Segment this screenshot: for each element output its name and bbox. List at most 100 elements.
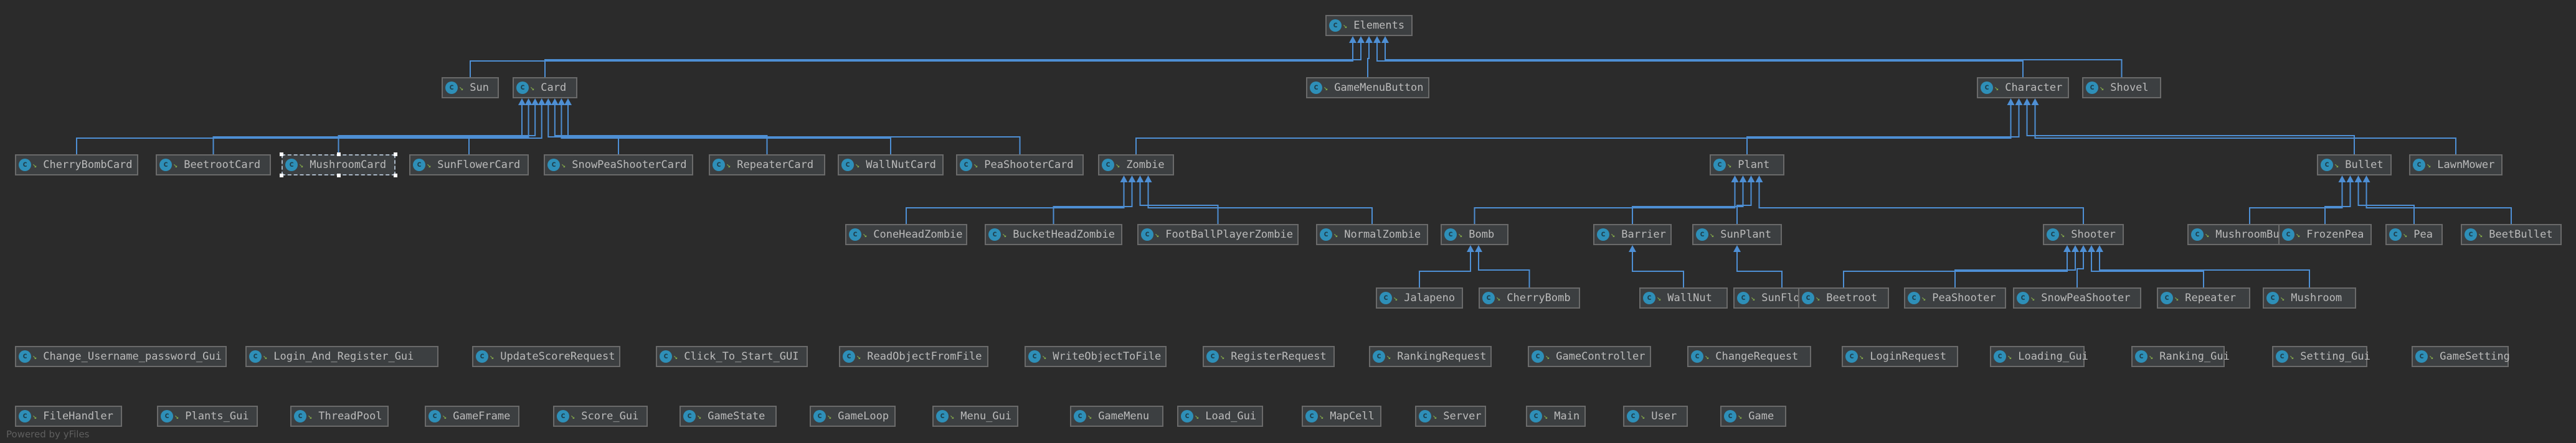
class-icon: c [2161,292,2173,304]
class-node-shovel[interactable]: c↘Shovel [2082,77,2161,98]
inheritance-arrow [564,98,572,105]
class-node-click-to-start-gui[interactable]: c↘Click_To_Start_GUI [656,346,808,367]
class-node-shooter[interactable]: c↘Shooter [2043,224,2124,245]
class-node-jalapeno[interactable]: c↘Jalapeno [1376,287,1463,309]
class-label: GameMenuButton [1334,82,1424,94]
class-node-sun-flower-card[interactable]: c↘SunFlowerCard [409,154,529,175]
inheritance-arrow [1381,36,1389,43]
class-node-lawn-mower[interactable]: c↘LawnMower [2409,154,2503,175]
selection-handle[interactable] [280,152,283,156]
class-label: Zombie [1126,159,1165,171]
class-node-game-setting[interactable]: c↘GameSetting [2412,346,2510,367]
class-node-cherry-bomb-card[interactable]: c↘CherryBombCard [15,154,138,175]
class-node-mushroom[interactable]: c↘Mushroom [2263,287,2356,309]
visibility-icon: ↘ [855,161,860,169]
visibility-icon: ↘ [2100,83,2105,92]
class-label: PeaShooter [1932,292,1996,304]
class-node-map-cell[interactable]: c↘MapCell [1302,406,1381,427]
class-node-update-score-request[interactable]: c↘UpdateScoreRequest [472,346,620,367]
class-node-ranking-request[interactable]: c↘RankingRequest [1369,346,1492,367]
inheritance-arrow [1365,36,1373,43]
class-node-beet-bullet[interactable]: c↘BeetBullet [2461,224,2562,245]
class-node-beetroot[interactable]: c↘Beetroot [1798,287,1889,309]
class-node-setting-gui[interactable]: c↘Setting_Gui [2272,346,2370,367]
class-node-cone-head-zombie[interactable]: c↘ConeHeadZombie [845,224,967,245]
inheritance-arrow [2080,245,2087,252]
class-node-cherry-bomb[interactable]: c↘CherryBomb [1479,287,1580,309]
class-node-ranking-gui[interactable]: c↘Ranking_Gui [2131,346,2230,367]
visibility-icon: ↘ [1324,83,1328,92]
class-node-bucket-head-zombie[interactable]: c↘BucketHeadZombie [985,224,1122,245]
class-node-change-username-password-gui[interactable]: c↘Change_Username_password_Gui [15,346,227,367]
class-node-game-menu-button[interactable]: c↘GameMenuButton [1306,77,1429,98]
class-node-menu-gui[interactable]: c↘Menu_Gui [932,406,1018,427]
edge-card-to-elements [544,42,1361,77]
class-node-login-request[interactable]: c↘LoginRequest [1842,346,1958,367]
visibility-icon: ↘ [1220,352,1225,361]
edge-jalapeno-to-bomb [1419,251,1471,287]
class-node-plant[interactable]: c↘Plant [1710,154,1784,175]
class-node-register-request[interactable]: c↘RegisterRequest [1203,346,1335,367]
class-node-wall-nut-card[interactable]: c↘WallNutCard [838,154,944,175]
class-node-character[interactable]: c↘Character [1977,77,2069,98]
class-node-mushroom-card[interactable]: c↘MushroomCard [282,154,395,175]
inheritance-arrow [1739,175,1747,182]
class-node-bullet[interactable]: c↘Bullet [2317,154,2392,175]
class-label: Bullet [2345,159,2384,171]
class-node-snow-pea-shooter-card[interactable]: c↘SnowPeaShooterCard [544,154,693,175]
class-node-elements[interactable]: c↘Elements [1325,15,1413,36]
class-node-beetroot-card[interactable]: c↘BeetrootCard [156,154,271,175]
visibility-icon: ↘ [1751,294,1756,302]
class-node-user[interactable]: c↘User [1623,406,1688,427]
class-node-write-object-to-file[interactable]: c↘WriteObjectToFile [1025,346,1167,367]
class-node-bomb[interactable]: c↘Bomb [1441,224,1508,245]
class-node-server[interactable]: c↘Server [1415,406,1486,427]
class-node-game-frame[interactable]: c↘GameFrame [425,406,519,427]
class-node-card[interactable]: c↘Card [513,77,577,98]
selection-handle[interactable] [394,174,397,177]
class-node-pea[interactable]: c↘Pea [2385,224,2443,245]
selection-handle[interactable] [336,174,341,177]
class-node-pea-shooter-card[interactable]: c↘PeaShooterCard [956,154,1084,175]
class-node-sun[interactable]: c↘Sun [442,77,499,98]
class-node-loading-gui[interactable]: c↘Loading_Gui [1990,346,2088,367]
selection-handle[interactable] [336,152,341,156]
visibility-icon: ↘ [1393,294,1398,302]
class-node-change-request[interactable]: c↘ChangeRequest [1687,346,1811,367]
class-node-repeater[interactable]: c↘Repeater [2157,287,2250,309]
class-node-pea-shooter[interactable]: c↘PeaShooter [1904,287,2006,309]
class-node-repeater-card[interactable]: c↘RepeaterCard [709,154,825,175]
selection-handle[interactable] [394,152,397,156]
class-node-plants-gui[interactable]: c↘Plants_Gui [157,406,258,427]
class-node-wall-nut[interactable]: c↘WallNut [1639,287,1728,309]
class-label: Change_Username_password_Gui [43,350,222,363]
class-node-login-and-register-gui[interactable]: c↘Login_And_Register_Gui [245,346,438,367]
class-node-frozen-pea[interactable]: c↘FrozenPea [2278,224,2372,245]
class-node-thread-pool[interactable]: c↘ThreadPool [290,406,389,427]
class-node-score-gui[interactable]: c↘Score_Gui [553,406,648,427]
class-node-file-handler[interactable]: c↘FileHandler [15,406,122,427]
class-label: Jalapeno [1404,292,1456,304]
class-node-zombie[interactable]: c↘Zombie [1098,154,1174,175]
class-node-load-gui[interactable]: c↘Load_Gui [1177,406,1263,427]
class-node-read-object-from-file[interactable]: c↘ReadObjectFromFile [839,346,988,367]
class-node-game-controller[interactable]: c↘GameController [1528,346,1651,367]
inheritance-arrow [1629,245,1636,252]
class-node-sun-plant[interactable]: c↘SunPlant [1692,224,1782,245]
class-node-foot-ball-player-zombie[interactable]: c↘FootBallPlayerZombie [1137,224,1299,245]
selection-handle[interactable] [280,174,283,177]
class-node-game-loop[interactable]: c↘GameLoop [810,406,896,427]
class-node-game-menu[interactable]: c↘GameMenu [1070,406,1163,427]
class-node-normal-zombie[interactable]: c↘NormalZombie [1316,224,1428,245]
class-node-game-state[interactable]: c↘GameState [680,406,777,427]
inheritance-arrow [2072,245,2079,252]
class-label: FileHandler [43,410,113,422]
class-node-barrier[interactable]: c↘Barrier [1593,224,1672,245]
edge-zombie-to-character [1135,104,2012,154]
class-label: Bomb [1469,228,1495,241]
class-node-snow-pea-shooter[interactable]: c↘SnowPeaShooter [2013,287,2141,309]
class-node-game[interactable]: c↘Game [1720,406,1786,427]
class-node-main[interactable]: c↘Main [1526,406,1586,427]
class-icon: c [294,410,306,422]
class-label: SnowPeaShooterCard [572,159,687,171]
